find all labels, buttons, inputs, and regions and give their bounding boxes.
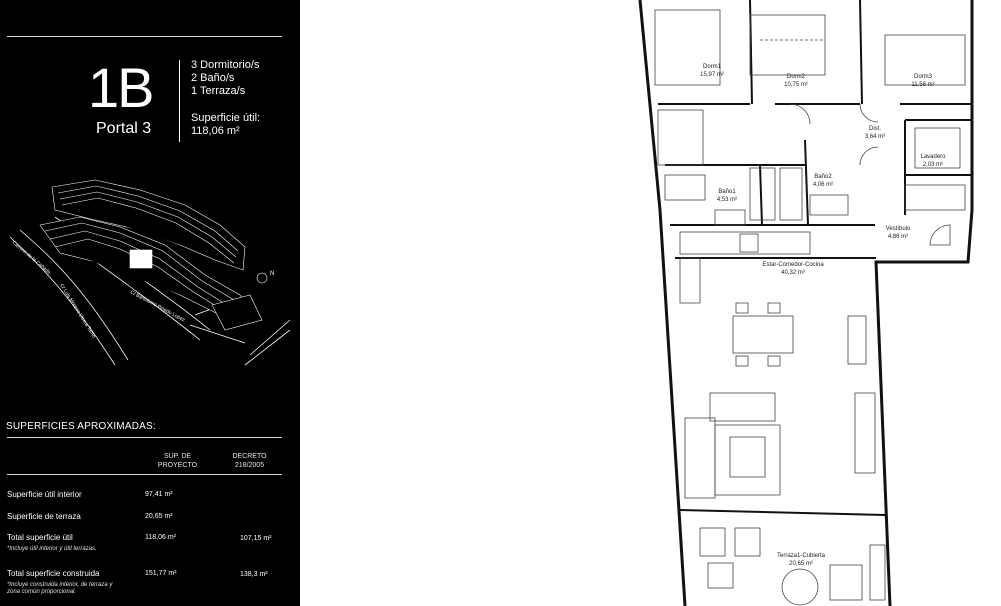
room-area: 2,03 m² [923,162,943,168]
road-label-utrera: C/ Luis Moreno Utrera Tamo [58,283,96,340]
room-label: Vestíbulo [886,226,911,232]
info-panel: 1B Portal 3 3 Dormitorio/s 2 Baño/s 1 Te… [0,0,300,606]
room-label: Lavadero [920,154,946,160]
room-area: 4,53 m² [717,197,737,203]
row-note: *Incluye útil interior y útil terrazas. [7,546,97,552]
room-label: Terraza1-Cubierta [777,553,826,559]
road-label-canada: Camino de la Cañada [11,240,52,276]
north-label: N [270,271,274,277]
row-value-decree: 107,15 m² [240,535,272,542]
room-area: 4,86 m² [888,234,908,240]
room-label: Dorm1 [703,64,722,70]
row-label: Superficie de terraza [7,512,81,521]
room-label: Estar-Comedor-Cocina [762,262,824,268]
col-header-decree: DECRETO 218/2005 [232,453,267,469]
room-area: 15,97 m² [700,72,724,78]
room-area: 4,06 m² [813,182,833,188]
row-value-project: 97,41 m² [145,491,173,498]
row-value-decree: 138,3 m² [240,571,268,578]
room-area: 40,32 m² [781,270,805,276]
room-label: Baño2 [814,174,832,180]
surface-value: 118,06 m² [191,125,240,137]
room-label: Dorm2 [787,74,806,80]
floor-plan: Dorm1 15,97 m² Dorm2 10,75 m² Dorm3 11,5… [638,0,974,606]
col-header-project: SUP. DE PROYECTO [157,453,198,469]
location-map: N Camino de la Cañada C/ Luis Moreno Utr… [9,179,291,366]
surfaces-rule-top [7,437,282,438]
surfaces-rule-header [7,474,282,475]
row-note: *Incluye construida interior, de terraza… [7,582,113,595]
unit-code: 1B [88,56,154,119]
room-count-bedrooms: 3 Dormitorio/s [191,59,260,71]
room-label: Baño1 [718,189,736,195]
room-area: 20,65 m² [789,561,813,567]
row-value-project: 151,77 m² [145,570,177,577]
room-area: 3,64 m² [865,134,885,140]
surfaces-title: SUPERFICIES APROXIMADAS: [6,421,156,432]
header-separator [179,60,180,142]
road-label-pinedo: C/ Bartolomé Pinedo Lopez [129,289,186,323]
row-label: Total superficie útil [7,533,73,542]
room-count-terraces: 1 Terraza/s [191,85,246,97]
top-divider [7,36,282,37]
room-area: 10,75 m² [784,82,808,88]
row-label: Superficie útil interior [7,490,82,499]
room-count-bathrooms: 2 Baño/s [191,72,235,84]
room-label: Dist. [869,126,881,132]
row-value-project: 20,65 m² [145,513,173,520]
room-area: 11,56 m² [911,82,934,88]
row-value-project: 118,06 m² [145,534,176,541]
surface-label: Superficie útil: [191,112,261,124]
row-label: Total superficie construida [7,569,100,578]
portal-label: Portal 3 [96,120,152,137]
room-label: Dorm3 [914,74,933,80]
